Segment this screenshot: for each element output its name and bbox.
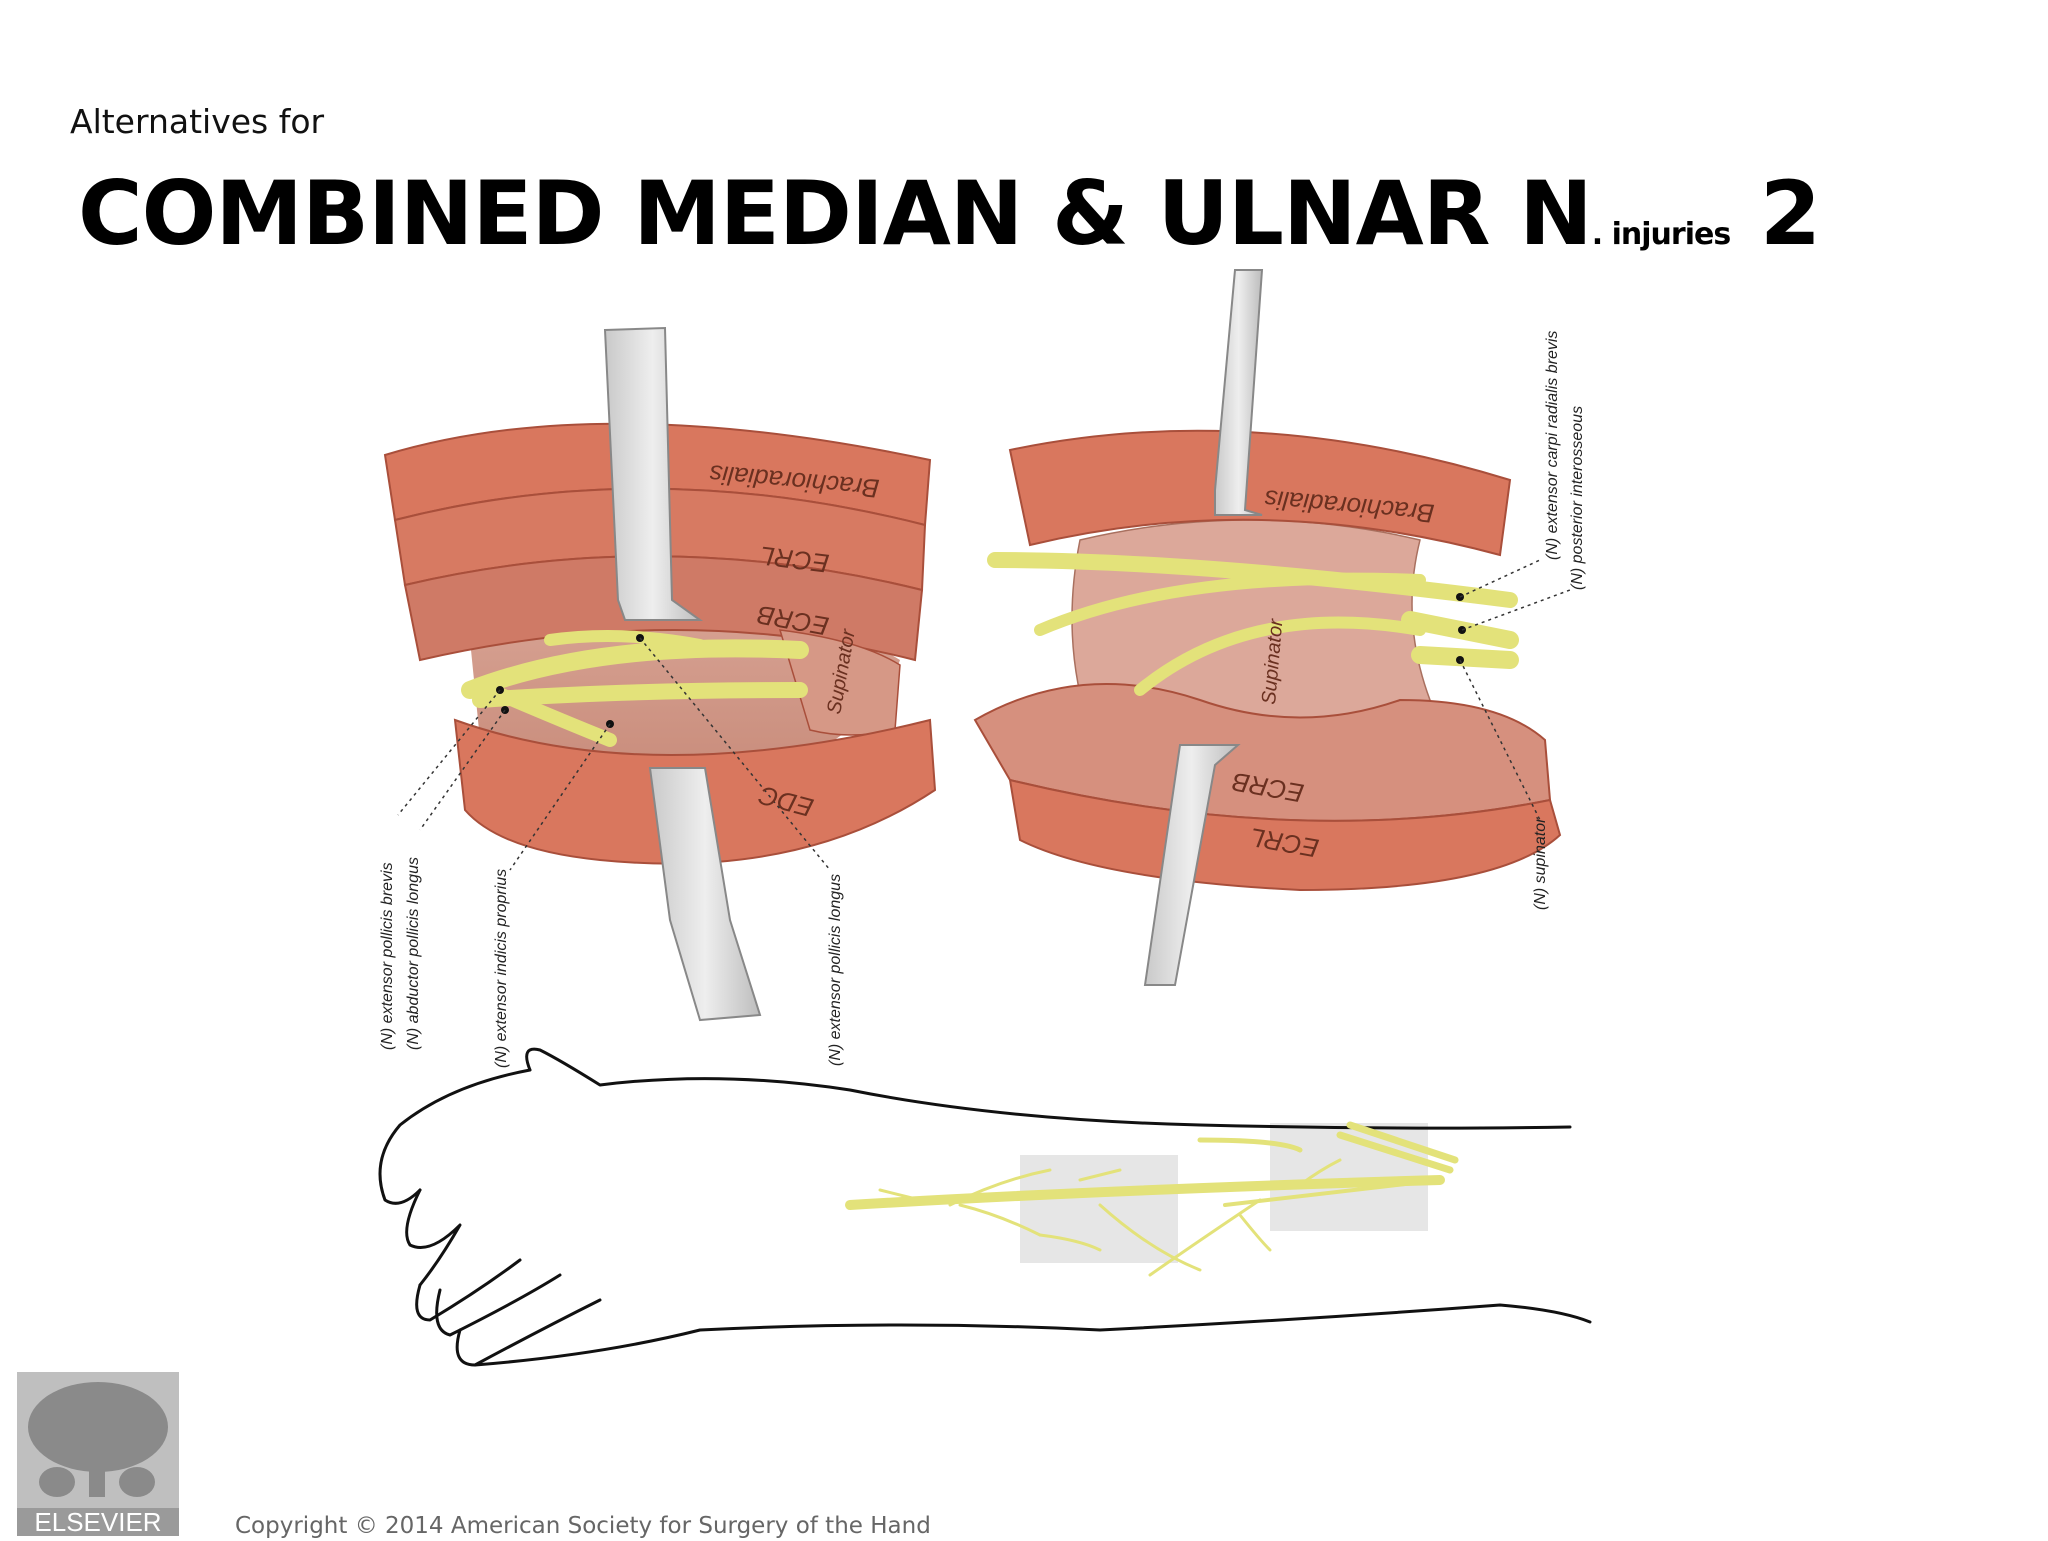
title-main: COMBINED MEDIAN & ULNAR N bbox=[78, 162, 1593, 265]
slide-title: COMBINED MEDIAN & ULNAR N. injuries 2 bbox=[78, 162, 1821, 265]
nerve-label-apl: (N) abductor pollicis longus bbox=[405, 857, 422, 1050]
nerve-label-eip: (N) extensor indicis proprius bbox=[493, 869, 510, 1068]
nerve-label-epl: (N) extensor pollicis longus bbox=[827, 874, 844, 1066]
muscle-ecrl-right bbox=[1008, 778, 1562, 892]
retractor-top-right bbox=[1214, 269, 1264, 516]
nerve-label-supinator: (N) supinator bbox=[1532, 817, 1549, 910]
forearm-diagram bbox=[378, 1047, 1592, 1367]
left-panel: Brachioradialis ECRL ECRB Supinator EDC … bbox=[379, 326, 937, 1068]
publisher-name: ELSEVIER bbox=[34, 1507, 161, 1536]
right-panel: Brachioradialis Supinator ECRB ECRL (N) … bbox=[973, 269, 1586, 986]
title-number: 2 bbox=[1759, 162, 1821, 265]
nerve-label-epb: (N) extensor pollicis brevis bbox=[379, 862, 396, 1050]
muscle-brachioradialis-right bbox=[1008, 429, 1512, 557]
retractor-bottom-right bbox=[1143, 744, 1241, 986]
title-small: . injuries bbox=[1591, 217, 1731, 252]
copyright-text: Copyright © 2014 American Society for Su… bbox=[235, 1513, 931, 1539]
nerve-label-pin: (N) posterior interosseous bbox=[1569, 406, 1586, 590]
retractor-bottom-left bbox=[648, 767, 762, 1022]
retractor-top-left bbox=[603, 326, 704, 621]
pretitle: Alternatives for bbox=[70, 102, 325, 141]
muscle-supinator-left bbox=[778, 629, 901, 736]
elsevier-logo: ELSEVIER bbox=[17, 1372, 179, 1537]
nerve-label-ecrb: (N) extensor carpi radialis brevis bbox=[1544, 331, 1561, 560]
